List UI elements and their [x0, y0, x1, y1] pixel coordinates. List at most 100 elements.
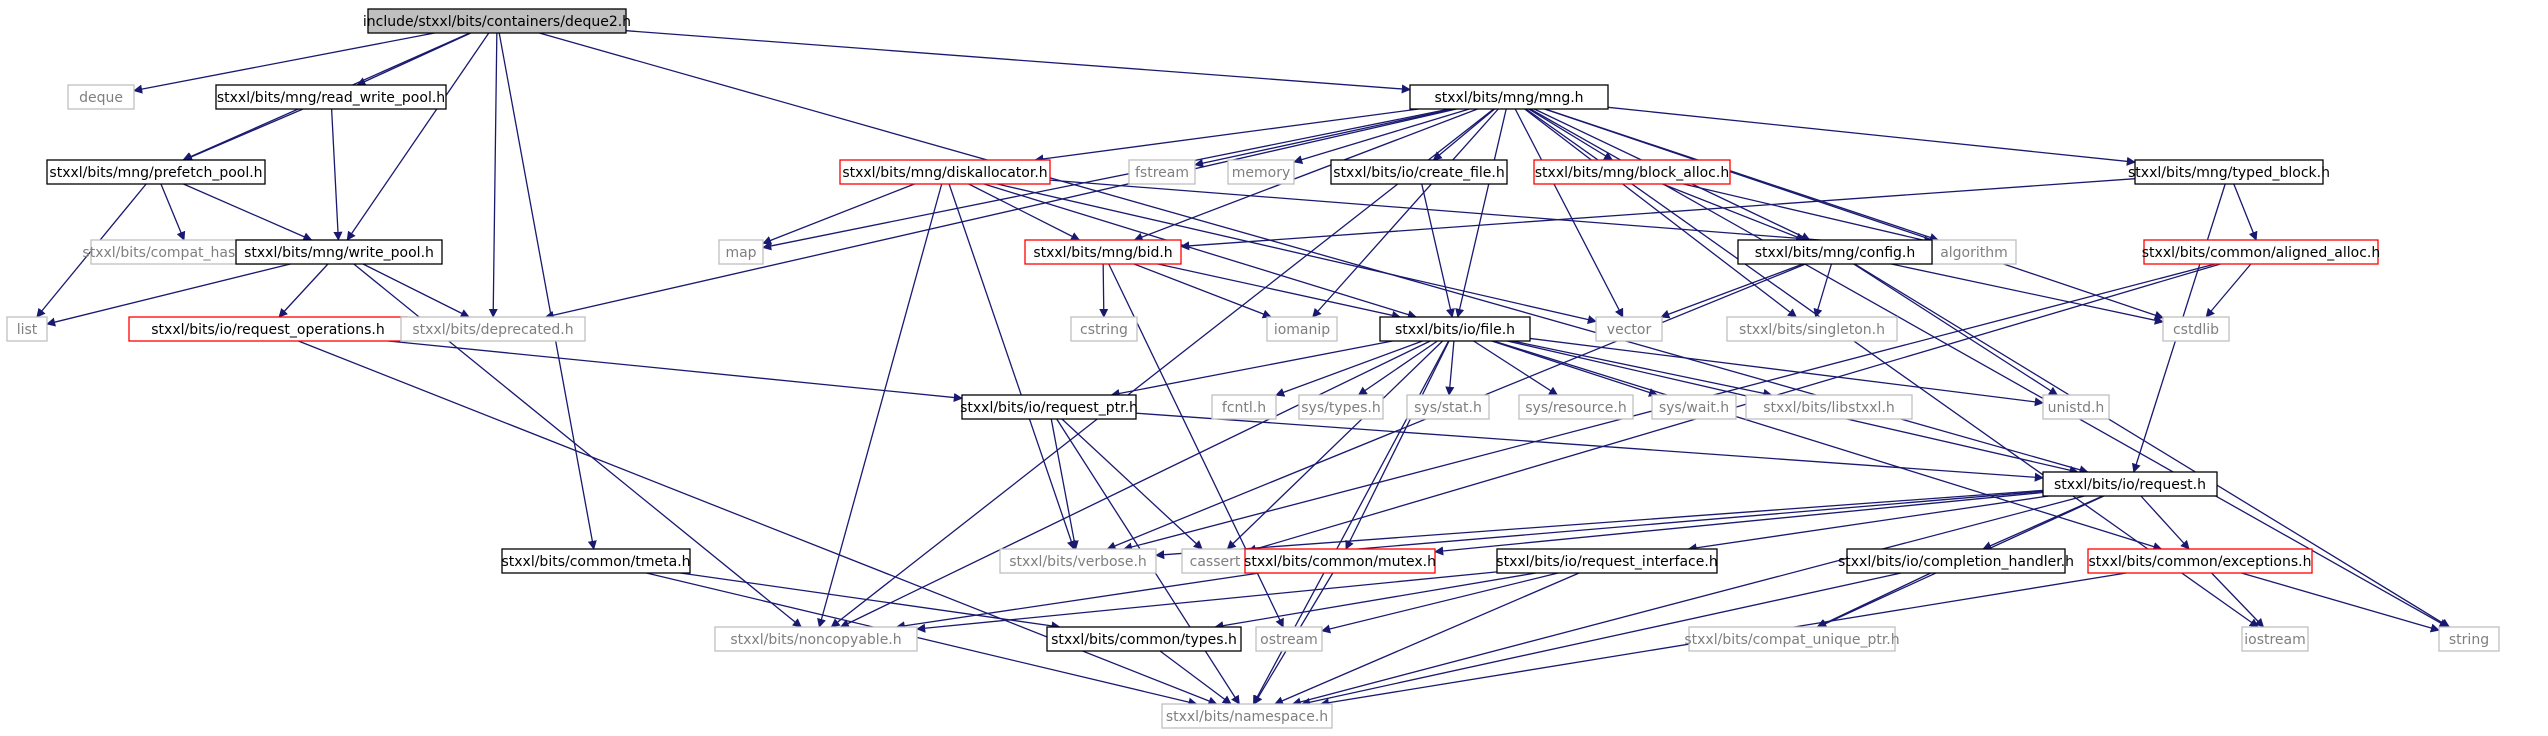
node-label: stxxl/bits/io/request.h	[2054, 477, 2206, 493]
node-label: stxxl/bits/mng/config.h	[1755, 245, 1916, 261]
node-diskalloc[interactable]: stxxl/bits/mng/diskallocator.h	[839, 159, 1051, 185]
node-typedblock[interactable]: stxxl/bits/mng/typed_block.h	[2128, 159, 2330, 185]
node-label: stxxl/bits/io/completion_handler.h	[1838, 554, 2074, 570]
node-label: stxxl/bits/mng/bid.h	[1033, 245, 1172, 261]
node-deque: deque	[67, 84, 135, 110]
node-label: stxxl/bits/singleton.h	[1739, 322, 1885, 338]
edge-diskalloc-to-bid	[968, 183, 1081, 241]
node-deque2[interactable]: include/stxxl/bits/containers/deque2.h	[363, 8, 631, 34]
node-box	[961, 394, 1137, 420]
node-reqiface[interactable]: stxxl/bits/io/request_interface.h	[1496, 548, 1718, 574]
node-vector: vector	[1595, 316, 1663, 342]
node-reqptr[interactable]: stxxl/bits/io/request_ptr.h	[960, 394, 1138, 420]
node-box	[1227, 159, 1295, 185]
node-box	[215, 84, 447, 110]
edge-bid-to-iomanip	[1133, 263, 1272, 319]
node-request[interactable]: stxxl/bits/io/request.h	[2042, 471, 2218, 497]
node-label: sys/resource.h	[1525, 400, 1626, 416]
node-exceptions[interactable]: stxxl/bits/common/exceptions.h	[2087, 548, 2313, 574]
node-memory: memory	[1227, 159, 1295, 185]
node-label: map	[725, 245, 756, 261]
node-label: memory	[1232, 165, 1291, 181]
node-box	[1379, 316, 1531, 342]
node-label: include/stxxl/bits/containers/deque2.h	[363, 14, 631, 30]
edge-mng-to-vector	[1514, 108, 1624, 318]
node-box	[2134, 159, 2324, 185]
node-cassert: cassert	[1181, 548, 1249, 574]
edge-config-to-unistd	[1853, 263, 2059, 396]
node-config[interactable]: stxxl/bits/mng/config.h	[1737, 239, 1933, 265]
node-box	[67, 84, 135, 110]
node-label: stxxl/bits/io/file.h	[1395, 322, 1515, 338]
node-map: map	[718, 239, 764, 265]
node-rwpool[interactable]: stxxl/bits/mng/read_write_pool.h	[215, 84, 447, 110]
node-reqops[interactable]: stxxl/bits/io/request_operations.h	[128, 316, 408, 342]
edge-reqiface-to-ostream	[1321, 572, 1559, 634]
edge-blockalloc-to-algorithm	[1683, 183, 1933, 245]
edge-typedblock-to-bid	[1180, 178, 2136, 251]
edge-bid-to-iofile	[1157, 263, 1402, 320]
edge-mng-to-deprecated	[544, 108, 1457, 320]
node-box	[1128, 159, 1196, 185]
node-label: ostream	[1260, 632, 1318, 648]
node-box	[2241, 626, 2309, 652]
node-blockalloc[interactable]: stxxl/bits/mng/block_alloc.h	[1533, 159, 1731, 185]
node-sysresource: sys/resource.h	[1518, 394, 1634, 420]
node-label: stxxl/bits/io/create_file.h	[1333, 165, 1505, 181]
node-createfile[interactable]: stxxl/bits/io/create_file.h	[1330, 159, 1508, 185]
node-fstream: fstream	[1128, 159, 1196, 185]
node-label: cstring	[1080, 322, 1128, 338]
node-box	[501, 548, 691, 574]
node-cstdlib: cstdlib	[2162, 316, 2230, 342]
node-sysstat: sys/stat.h	[1406, 394, 1490, 420]
node-label: sys/wait.h	[1659, 400, 1729, 416]
edge-bid-to-cstring	[1099, 263, 1109, 318]
node-label: string	[2449, 632, 2489, 648]
edge-request-to-complhandler	[1982, 495, 2104, 550]
edge-iofile-to-sysstat	[1445, 340, 1455, 396]
node-iofile[interactable]: stxxl/bits/io/file.h	[1379, 316, 1531, 342]
edge-request-to-verbose	[1155, 489, 2044, 560]
edge-prefetch-to-compathash	[160, 183, 186, 241]
node-label: stxxl/bits/namespace.h	[1166, 709, 1328, 725]
node-mutex[interactable]: stxxl/bits/common/mutex.h	[1244, 548, 1436, 574]
node-box	[1518, 394, 1634, 420]
node-prefetch[interactable]: stxxl/bits/mng/prefetch_pool.h	[46, 159, 266, 185]
node-box	[839, 159, 1051, 185]
node-bid[interactable]: stxxl/bits/mng/bid.h	[1024, 239, 1182, 265]
edge-typedblock-to-alignedalloc	[2233, 183, 2258, 241]
node-tmeta[interactable]: stxxl/bits/common/tmeta.h	[501, 548, 691, 574]
node-ostream: ostream	[1255, 626, 1323, 652]
node-box	[1046, 626, 1242, 652]
edge-mng-to-cstdlib	[1544, 108, 2164, 320]
node-syswait: sys/wait.h	[1651, 394, 1737, 420]
edge-mng-to-memory	[1293, 108, 1470, 165]
edge-writepool-to-reqops	[278, 263, 329, 318]
node-alignedalloc[interactable]: stxxl/bits/common/aligned_alloc.h	[2142, 239, 2381, 265]
node-label: stxxl/bits/libstxxl.h	[1763, 400, 1894, 416]
edge-alignedalloc-to-cstdlib	[2205, 263, 2252, 318]
edge-reqiface-to-noncopyable	[916, 571, 1498, 633]
node-complhandler[interactable]: stxxl/bits/io/completion_handler.h	[1838, 548, 2074, 574]
node-mng[interactable]: stxxl/bits/mng/mng.h	[1409, 84, 1609, 110]
node-box	[1024, 239, 1182, 265]
node-box	[235, 239, 443, 265]
node-cstring: cstring	[1070, 316, 1138, 342]
node-types[interactable]: stxxl/bits/common/types.h	[1046, 626, 1242, 652]
node-box	[1161, 703, 1333, 729]
node-label: stxxl/bits/common/aligned_alloc.h	[2142, 245, 2381, 261]
node-box	[367, 8, 627, 34]
edge-config-to-vector	[1660, 263, 1804, 319]
edge-reqptr-to-cassert	[1061, 418, 1203, 550]
node-box	[1244, 548, 1436, 574]
node-label: deque	[79, 90, 123, 106]
node-iostream: iostream	[2241, 626, 2309, 652]
edge-mng-to-typedblock	[1607, 106, 2136, 166]
node-box	[1330, 159, 1508, 185]
node-label: stxxl/bits/io/request_operations.h	[151, 322, 384, 338]
node-writepool[interactable]: stxxl/bits/mng/write_pool.h	[235, 239, 443, 265]
node-label: fcntl.h	[1222, 400, 1266, 416]
edge-blockalloc-to-config	[1662, 183, 1806, 242]
edge-complhandler-to-compatuptr	[1816, 572, 1932, 628]
node-namespace: stxxl/bits/namespace.h	[1161, 703, 1333, 729]
